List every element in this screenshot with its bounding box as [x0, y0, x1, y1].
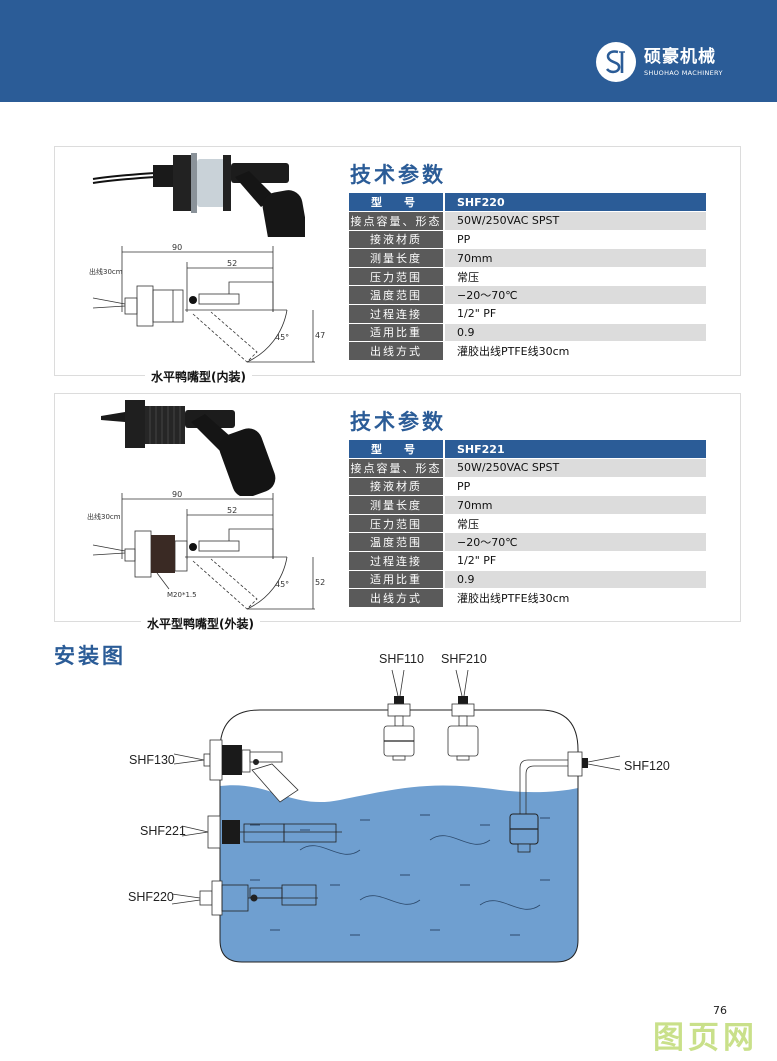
label-shf220: SHF220: [128, 890, 174, 904]
sensor-shf221: [181, 815, 342, 849]
label-shf130: SHF130: [129, 753, 175, 767]
product-panel-shf221: 90 52 出线30cm 45° 52 M20*1.5 水平型鸭嘴型(外装) 技…: [54, 393, 741, 632]
spec-row: 出线方式灌胶出线PTFE线30cm: [349, 341, 706, 361]
product-photo-internal: [92, 153, 305, 237]
product-caption: 水平型鸭嘴型(外装): [141, 615, 260, 632]
dimension-drawing-external: 90 52 出线30cm 45° 52 M20*1.5: [87, 490, 325, 610]
label-shf120: SHF120: [624, 759, 670, 773]
sensor-shf130: [173, 739, 299, 803]
installation-diagram: SHF110 SHF210 SHF130 SHF221: [128, 652, 670, 963]
dim-arm-length: 52: [227, 259, 237, 268]
dim-angle: 45°: [275, 580, 289, 589]
dim-total-length: 90: [172, 243, 182, 252]
spec-row: 压力范围常压: [349, 514, 706, 534]
watermark: 图页网: [653, 1020, 758, 1056]
spec-title: 技术参数: [350, 163, 446, 187]
brand-logo: 硕豪机械 SHUOHAO MACHINERY: [596, 42, 723, 82]
spec-row: 出线方式灌胶出线PTFE线30cm: [349, 588, 706, 608]
tank-outline: [219, 709, 579, 963]
sensor-shf120: [509, 751, 621, 853]
sensor-shf210: [447, 669, 479, 761]
brand-name-en: SHUOHAO MACHINERY: [644, 69, 723, 77]
label-shf210: SHF210: [441, 652, 487, 666]
page-header: 硕豪机械 SHUOHAO MACHINERY: [0, 0, 777, 102]
dim-cable-length: 出线30cm: [89, 267, 123, 276]
dim-angle: 45°: [275, 333, 289, 342]
product-photo-external: [101, 400, 276, 496]
product-caption: 水平鸭嘴型(内装): [145, 368, 252, 385]
spec-row: 压力范围常压: [349, 267, 706, 287]
spec-row: 温度范围−20～70℃: [349, 285, 706, 306]
logo-mark-icon: [596, 42, 636, 82]
dim-drop: 47: [315, 331, 325, 340]
sensor-shf220: [171, 880, 318, 916]
dim-drop: 52: [315, 578, 325, 587]
dimension-drawing-internal: 90 52 出线30cm 45° 47: [89, 243, 325, 363]
dim-arm-length: 52: [227, 506, 237, 515]
label-shf221: SHF221: [140, 824, 186, 838]
brand-name-cn: 硕豪机械: [644, 47, 716, 67]
sensor-shf110: [383, 669, 415, 761]
page-number: 76: [713, 1004, 727, 1017]
spec-row: 温度范围−20～70℃: [349, 532, 706, 553]
dim-total-length: 90: [172, 490, 182, 499]
install-title: 安装图: [54, 644, 126, 668]
spec-title: 技术参数: [350, 410, 446, 434]
dim-cable-length: 出线30cm: [87, 512, 121, 521]
tank-water: [220, 785, 578, 962]
label-shf110: SHF110: [379, 652, 424, 666]
dim-thread: M20*1.5: [167, 591, 197, 599]
